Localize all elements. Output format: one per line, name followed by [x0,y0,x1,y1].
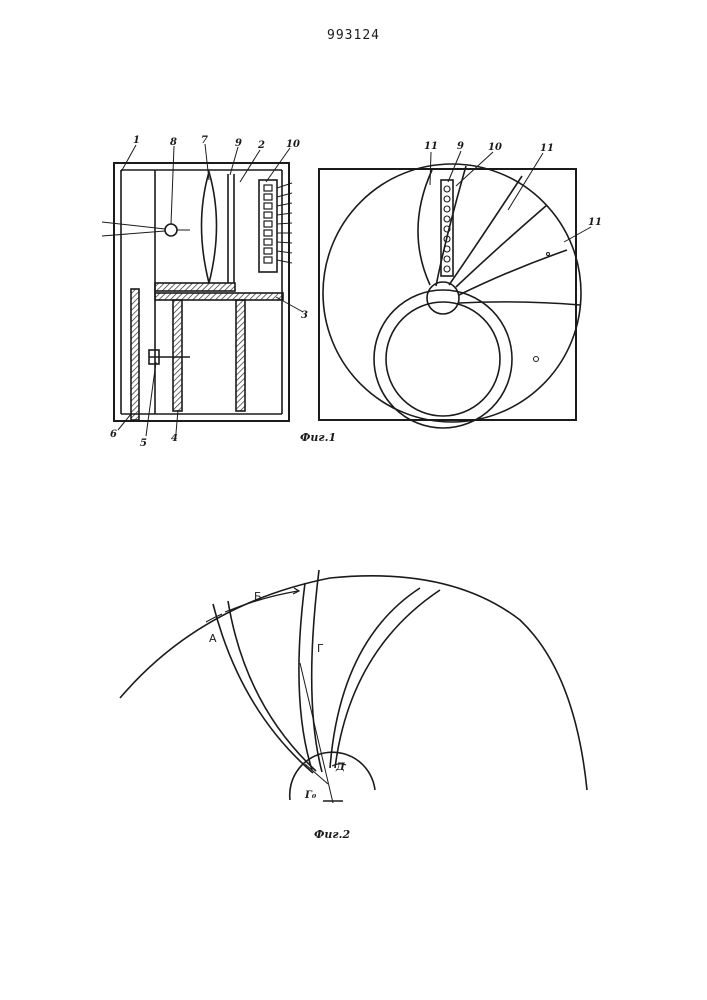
label-8: 8 [170,137,177,148]
label-11-left: 11 [424,141,438,152]
label-G0: Г₀ [304,790,317,801]
label-D: Д [335,762,346,773]
label-11-right: 11 [588,217,602,228]
fig2-diagram [120,570,587,803]
label-A: A [209,632,217,645]
label-9-right: 9 [457,141,464,152]
label-B: Б [254,590,262,603]
fig1-section-view [102,144,303,436]
label-4: 4 [171,433,178,444]
label-2: 2 [257,140,265,151]
label-G: Г [317,642,324,655]
label-7: 7 [201,135,208,146]
label-10: 10 [286,139,300,150]
label-5: 5 [140,438,147,449]
label-1: 1 [133,135,140,146]
fig1-caption: Фиг.1 [300,431,336,444]
label-6: 6 [110,429,117,440]
label-11-top: 11 [540,143,554,154]
label-3: 3 [301,310,308,321]
label-9: 9 [235,138,242,149]
label-10-right: 10 [488,142,502,153]
fig2-caption: Фиг.2 [314,828,350,841]
fig1-front-view [319,151,591,428]
